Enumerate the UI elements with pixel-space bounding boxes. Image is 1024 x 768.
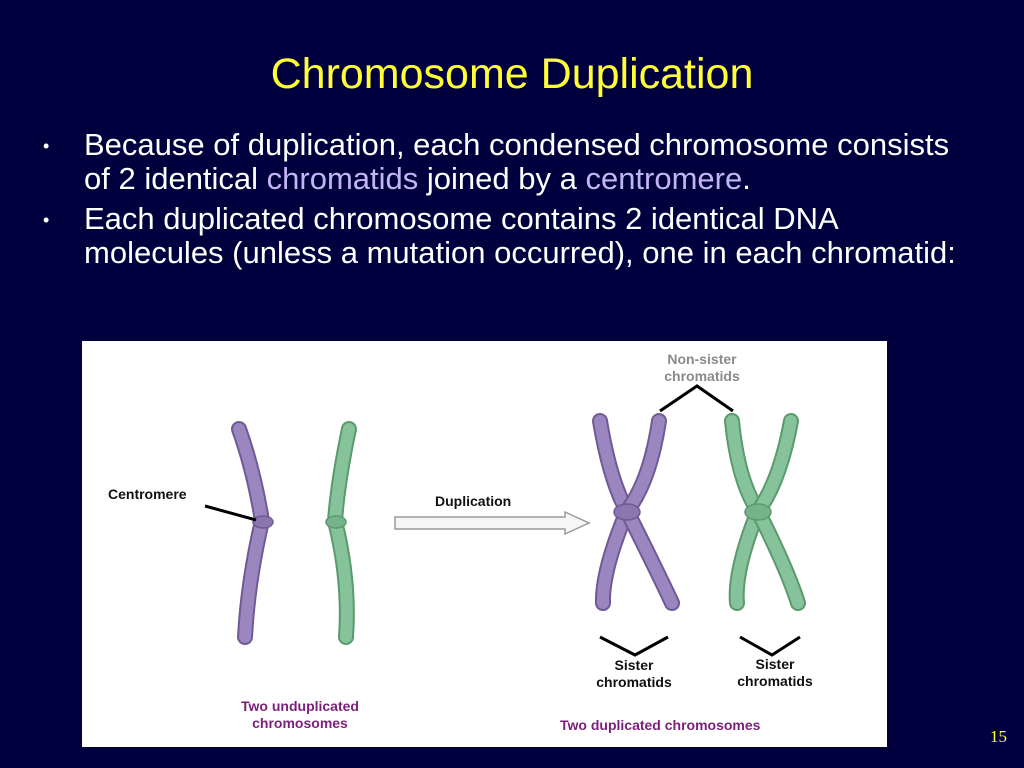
chromosome-diagram: [204, 384, 806, 657]
bullet-1-term-centromere: centromere: [585, 161, 743, 196]
bullet-1: • Because of duplication, each condensed…: [40, 128, 970, 196]
bullet-2-text: Each duplicated chromosome contains 2 id…: [84, 201, 956, 270]
bullet-1-text-c: .: [742, 161, 751, 196]
sister-label-right: Sister chromatids: [737, 656, 813, 689]
bullet-list: • Because of duplication, each condensed…: [40, 128, 970, 276]
unduplicated-green-chromosome: [325, 421, 357, 645]
duplicated-green-chromosome: [724, 413, 806, 611]
sister-bracket-right: [739, 635, 801, 657]
centromere-label: Centromere: [108, 486, 187, 502]
bullet-1-term-chromatids: chromatids: [266, 161, 419, 196]
unduplicated-purple-chromosome: [231, 421, 274, 645]
duplication-label: Duplication: [435, 493, 512, 509]
non-sister-bracket: [659, 384, 734, 413]
bullet-dot-icon: •: [43, 210, 50, 230]
slide-title: Chromosome Duplication: [270, 50, 754, 98]
page-number: 15: [990, 727, 1007, 746]
centromere-pointer: [204, 504, 257, 522]
duplicated-caption: Two duplicated chromosomes: [560, 717, 761, 733]
bullet-dot-icon: •: [43, 136, 50, 156]
non-sister-label: Non-sister chromatids: [664, 351, 740, 384]
bullet-1-text-b: joined by a: [418, 161, 586, 196]
unduplicated-caption: Two unduplicated chromosomes: [241, 698, 359, 731]
chromosome-figure: Centromere Duplication Non-sister chroma…: [82, 341, 887, 747]
duplication-arrow-icon: [394, 510, 591, 536]
duplicated-purple-chromosome: [592, 413, 680, 611]
sister-label-left: Sister chromatids: [596, 657, 672, 690]
bullet-1-text-a: Because of duplication, each condensed c…: [84, 127, 950, 196]
bullet-2: • Each duplicated chromosome contains 2 …: [40, 202, 970, 270]
sister-bracket-left: [599, 635, 669, 657]
